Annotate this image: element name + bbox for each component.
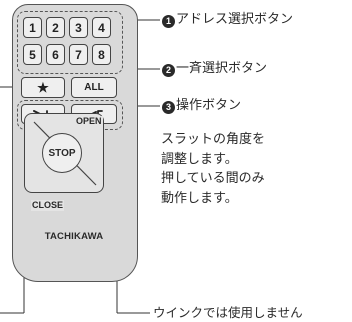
address-key-3[interactable]: 3 [69,17,88,38]
callout-bulk-select-label: 一斉選択ボタン [176,61,268,76]
address-key-4[interactable]: 4 [92,17,111,38]
close-button[interactable]: CLOSE [31,200,65,211]
operation-description-line: スラットの角度を [161,132,266,147]
brand-logo: TACHIKAWA [44,231,104,242]
callout-not-used: ウインクでは使用しません [153,305,303,320]
operation-description-line: 動作します。 [161,190,238,206]
address-key-8[interactable]: 8 [92,44,111,65]
operation-description-line: 押している間のみ [161,171,265,186]
all-button[interactable]: ALL [71,77,117,98]
address-key-5[interactable]: 5 [23,44,42,65]
star-button[interactable]: ★ [21,77,65,98]
callout-address-select-label: アドレス選択ボタン [176,12,294,27]
address-button-group [17,11,123,74]
callout-number-1: 1 [162,14,175,28]
address-key-6[interactable]: 6 [46,44,65,65]
address-key-7[interactable]: 7 [69,44,88,65]
operation-description: スラットの角度を 調整します。 押している間のみ 動作します。 [161,130,265,208]
address-key-2[interactable]: 2 [46,17,65,38]
callout-operation-label: 操作ボタン [176,98,242,113]
open-button[interactable]: OPEN [75,116,103,127]
callout-number-3: 3 [162,100,175,114]
stop-button[interactable]: STOP [42,133,82,173]
address-key-1[interactable]: 1 [23,17,42,38]
operation-description-line: 調整します。 [161,151,238,167]
callout-number-2: 2 [162,63,175,77]
